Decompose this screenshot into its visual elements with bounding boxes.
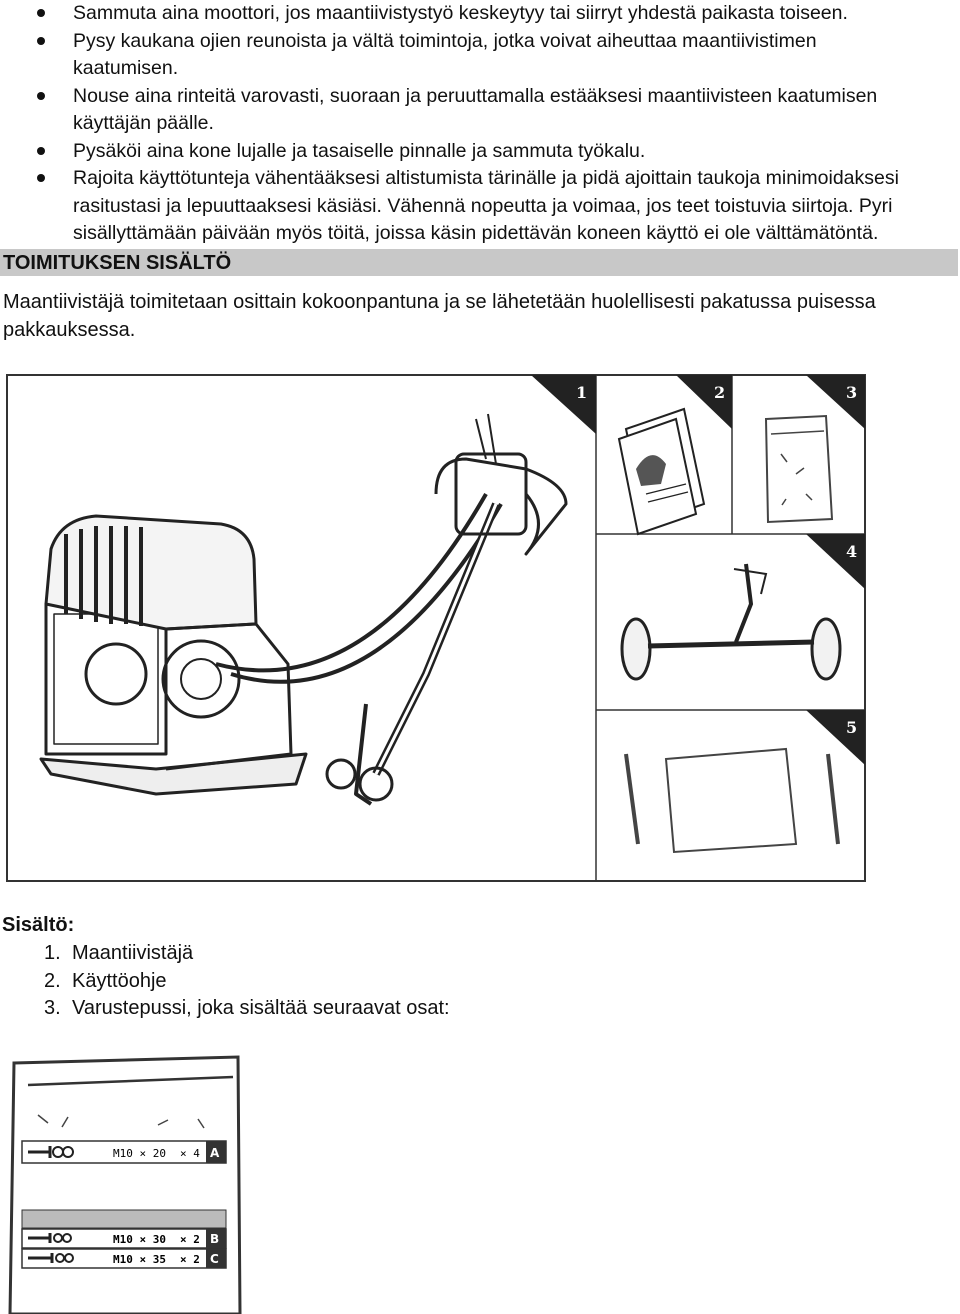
bag-row-qty: × 2 [180, 1253, 200, 1266]
frame-plate-drawing [624, 747, 840, 854]
safety-bullet: Rajoita käyttötunteja vähentääksesi alti… [0, 165, 960, 248]
figure-label-5: 5 [846, 718, 857, 737]
bullet-dot-icon [37, 36, 45, 45]
corner-tab [806, 534, 865, 589]
section-header-bar [0, 249, 958, 276]
bag-row-spec: M10 × 30 [113, 1233, 166, 1246]
corner-tab [676, 375, 732, 429]
section-title: TOIMITUKSEN SISÄLTÖ [3, 252, 232, 274]
safety-bullet-list: Sammuta aina moottori, jos maantiivistys… [0, 0, 960, 248]
corner-tab [806, 710, 865, 765]
bag-row-spec: M10 × 35 [113, 1253, 166, 1266]
corner-tab [806, 375, 865, 429]
bag-row-spec: M10 × 20 [113, 1147, 166, 1160]
bag-row-letter: C [210, 1252, 219, 1266]
bag-row-qty: × 4 [180, 1147, 200, 1160]
bag-row-letter: B [210, 1232, 219, 1246]
safety-bullet: Nouse aina rinteitä varovasti, suoraan j… [0, 83, 960, 138]
section-intro: Maantiivistäjä toimitetaan osittain koko… [3, 291, 876, 341]
safety-bullet: Pysäköi aina kone lujalle ja tasaiselle … [0, 138, 960, 166]
safety-bullet: Sammuta aina moottori, jos maantiivistys… [0, 0, 960, 28]
figure-label-3: 3 [846, 383, 857, 402]
bullet-dot-icon [37, 146, 45, 155]
contents-item: 1.Maantiivistäjä [44, 942, 194, 964]
manual-booklet-drawing [617, 407, 706, 536]
bag-row-letter: A [210, 1146, 220, 1160]
accessory-bag-contents-drawing: M10 × 20 × 4 A M10 × 30 × 2 B M10 × 35 ×… [8, 1055, 242, 1314]
corner-tab [531, 375, 596, 434]
wheel-axle-drawing [620, 563, 842, 681]
safety-bullet: Pysy kaukana ojien reunoista ja vältä to… [0, 28, 960, 83]
figure-label-1: 1 [576, 383, 587, 402]
contents-list: 1.Maantiivistäjä 2.Käyttöohje 3.Varustep… [0, 940, 450, 1023]
plate-compactor-drawing [39, 413, 568, 806]
bullet-dot-icon [37, 174, 45, 182]
contents-title: Sisältö: [2, 914, 75, 936]
figure-label-4: 4 [846, 542, 857, 561]
bullet-dot-icon [37, 91, 45, 100]
accessory-bag-drawing [764, 414, 834, 524]
bag-row-qty: × 2 [180, 1233, 200, 1246]
bullet-dot-icon [37, 9, 45, 17]
figure-label-2: 2 [714, 383, 725, 402]
contents-item: 3.Varustepussi, joka sisältää seuraavat … [44, 997, 450, 1019]
delivery-contents-figure: 1 2 3 4 5 [6, 374, 866, 882]
contents-item: 2.Käyttöohje [44, 969, 167, 992]
